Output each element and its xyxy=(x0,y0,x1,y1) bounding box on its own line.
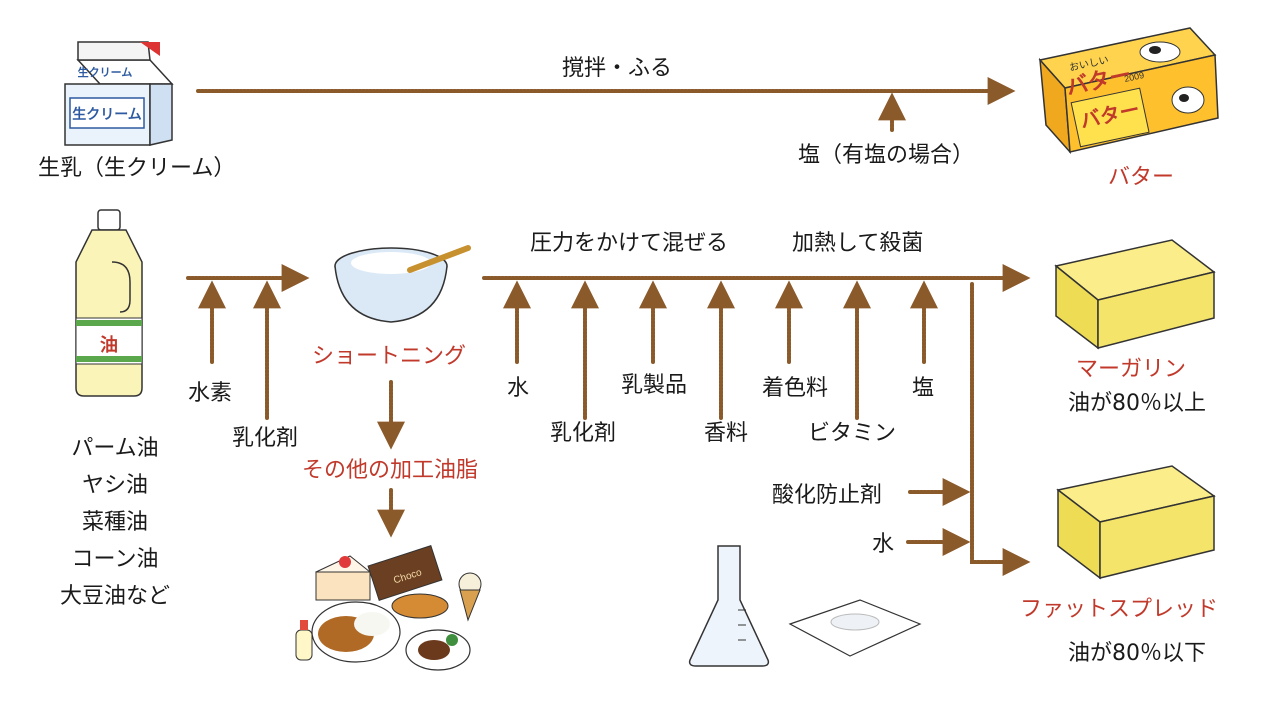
oil-bottle-text: 油 xyxy=(100,334,118,355)
pressure-mix-label: 圧力をかけて混ぜる xyxy=(530,231,729,256)
margarine-block-image xyxy=(1054,239,1216,350)
heat-sterilize-label: 加熱して殺菌 xyxy=(792,231,924,256)
butter-label: バター xyxy=(1108,165,1175,190)
shortening-label: ショートニング xyxy=(312,344,467,369)
oil-item: ヤシ油 xyxy=(81,473,148,498)
vitamin-label: ビタミン xyxy=(808,421,897,446)
oil-item: コーン油 xyxy=(71,547,159,572)
flask-image xyxy=(688,545,770,667)
salt-label: 塩 xyxy=(912,376,935,401)
milk-carton-text: 生クリーム xyxy=(72,106,142,122)
milk-source-label: 生乳（生クリーム） xyxy=(38,156,236,181)
processed-foods-image: Choco xyxy=(295,545,482,671)
powder-image xyxy=(788,599,922,657)
oil-item: パーム油 xyxy=(71,436,159,461)
arrows xyxy=(186,77,1031,576)
fat-spread-note: 油が80％以下 xyxy=(1068,641,1206,666)
churn-label: 撹拌・ふる xyxy=(562,56,673,81)
butter-box-year: 2009 xyxy=(1123,70,1145,84)
oil-item: 大豆油など xyxy=(59,584,170,609)
antioxidant-label: 酸化防止剤 xyxy=(772,483,883,508)
coloring-label: 着色料 xyxy=(762,376,829,401)
shortening-bowl-image xyxy=(334,245,471,323)
fat-spread-block-image xyxy=(1056,465,1216,580)
oil-list: パーム油 ヤシ油 菜種油 コーン油 大豆油など xyxy=(50,430,180,615)
emulsifier-left-label: 乳化剤 xyxy=(232,426,299,451)
water-top-label: 水 xyxy=(507,376,530,401)
oil-bottle-image: 油 xyxy=(75,209,143,397)
other-fats-label: その他の加工油脂 xyxy=(302,458,479,483)
emulsifier-mid-label: 乳化剤 xyxy=(550,421,617,446)
milk-carton-image: 生クリーム 生クリーム xyxy=(64,41,174,146)
oil-item: 菜種油 xyxy=(81,510,148,535)
margarine-note: 油が80％以上 xyxy=(1068,391,1206,416)
butter-box-image: おいしい バター 2009 バター xyxy=(1038,27,1219,155)
hydrogen-label: 水素 xyxy=(188,381,233,406)
arrow-to-fat-spread xyxy=(970,282,1031,576)
flavor-label: 香料 xyxy=(704,421,749,446)
fat-spread-label: ファットスプレッド xyxy=(1020,597,1219,622)
margarine-label: マーガリン xyxy=(1076,357,1187,382)
dairy-label: 乳製品 xyxy=(621,373,688,398)
salt-salted-label: 塩（有塩の場合） xyxy=(798,143,975,168)
water-bottom-label: 水 xyxy=(872,532,895,557)
milk-carton-text-top: 生クリーム xyxy=(78,65,133,79)
